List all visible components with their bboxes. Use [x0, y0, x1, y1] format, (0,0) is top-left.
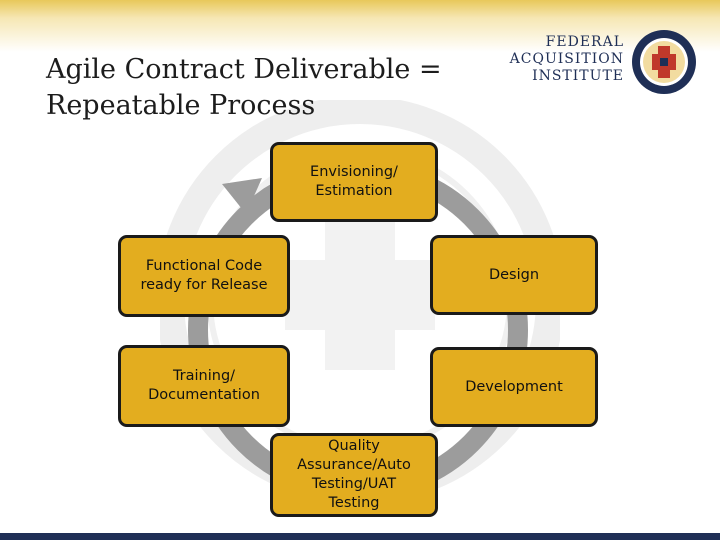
step-quality-assurance: Quality Assurance/Auto Testing/UAT Testi… [270, 433, 438, 517]
logo-line-acquisition: ACQUISITION [509, 51, 624, 67]
logo-line-institute: INSTITUTE [532, 68, 624, 84]
footer-bar [0, 533, 720, 540]
fai-seal-icon [632, 30, 696, 94]
logo-line-federal: FEDERAL [545, 34, 624, 50]
slide-title: Agile Contract Deliverable = Repeatable … [46, 54, 442, 121]
step-development: Development [430, 347, 598, 427]
step-envisioning: Envisioning/ Estimation [270, 142, 438, 222]
fai-logo-text: FEDERAL ACQUISITION INSTITUTE [508, 34, 624, 85]
step-design: Design [430, 235, 598, 315]
step-training: Training/ Documentation [118, 345, 290, 427]
header-band [0, 0, 720, 52]
step-functional-code: Functional Code ready for Release [118, 235, 290, 317]
